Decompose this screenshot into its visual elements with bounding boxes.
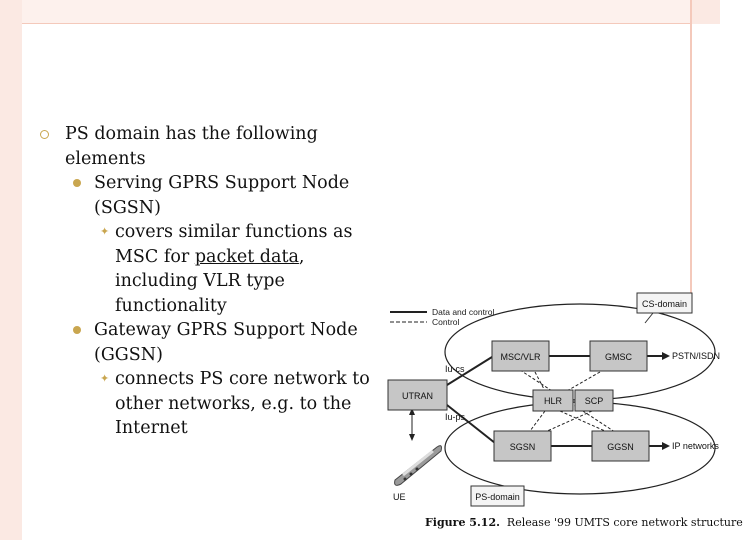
bullet-ps-domain: PS domain has the following elements [40, 122, 370, 171]
node-hlr: HLR [532, 389, 574, 412]
bullet-dot-icon [73, 326, 81, 334]
node-ggsn: GGSN [591, 430, 650, 462]
slide-frame-line-top [22, 23, 690, 24]
legend-control-label: Control [432, 317, 460, 327]
svg-text:HLR: HLR [544, 396, 563, 406]
iu-cs-label: Iu-cs [445, 364, 465, 374]
ps-domain-label-box [470, 485, 525, 507]
svg-text:UTRAN: UTRAN [402, 391, 433, 401]
svg-text:SGSN: SGSN [510, 442, 536, 452]
ps-domain-label: PS-domain [475, 492, 520, 502]
node-scp: SCP [574, 389, 614, 412]
bullet-ggsn: Gateway GPRS Support Node (GGSN) [40, 318, 370, 367]
slide-frame-left [0, 0, 22, 540]
ue-label: UE [393, 492, 406, 502]
svg-text:MSC/VLR: MSC/VLR [500, 352, 541, 362]
packet-data-link[interactable]: packet data [194, 246, 299, 267]
node-gmsc: GMSC [589, 340, 648, 372]
cs-domain-label: CS-domain [642, 299, 687, 309]
svg-text:GGSN: GGSN [607, 442, 634, 452]
legend: Data and control Control [390, 307, 494, 327]
svg-text:SCP: SCP [585, 396, 604, 406]
slide-bullets: PS domain has the following elements Ser… [40, 120, 370, 441]
node-msc-vlr: MSC/VLR [491, 340, 550, 372]
bullet-sgsn-detail: ✦ covers similar functions as MSC for pa… [100, 222, 353, 316]
node-sgsn: SGSN [493, 430, 552, 462]
legend-data-control-label: Data and control [432, 307, 494, 317]
iu-ps-label: Iu-ps [445, 412, 466, 422]
cs-domain-label-box [636, 292, 693, 314]
bullet-diamond-icon: ✦ [100, 372, 110, 385]
svg-text:GMSC: GMSC [605, 352, 633, 362]
bullet-diamond-icon: ✦ [100, 225, 110, 238]
umts-core-network-diagram: Data and control Control CS-domain PS-do… [387, 292, 720, 507]
slide-frame-line-right [690, 0, 692, 300]
bullet-circle-icon [40, 130, 49, 139]
node-utran: UTRAN [387, 379, 448, 411]
slide-frame-top-inner [22, 0, 690, 24]
bullet-ggsn-detail: ✦ connects PS core network to other netw… [100, 369, 370, 438]
bullet-dot-icon [73, 179, 81, 187]
ue-phone-icon [394, 445, 442, 486]
figure-caption: Figure 5.12. Release '99 UMTS core netwo… [425, 516, 743, 529]
bullet-sgsn: Serving GPRS Support Node (SGSN) [40, 171, 370, 220]
pstn-isdn-label: PSTN/ISDN [672, 351, 720, 361]
ip-networks-label: IP networks [672, 441, 719, 451]
